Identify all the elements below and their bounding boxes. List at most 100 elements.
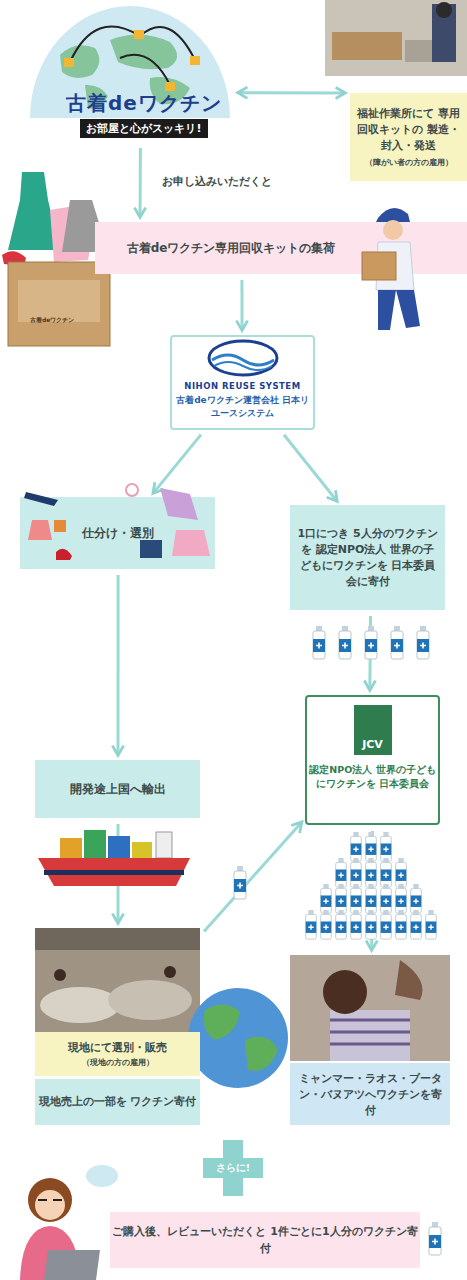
photo-bg: [325, 0, 467, 76]
box-text: 開発途上国へ輸出: [70, 781, 166, 798]
note-text: （現地の方の雇用）: [82, 1057, 154, 1068]
globe: [188, 988, 288, 1088]
cardboard: [332, 32, 402, 60]
vial: [391, 626, 403, 659]
hull: [38, 858, 190, 886]
shirt-icon: [190, 56, 200, 65]
route-arc: [140, 27, 195, 60]
color-band: ミャンマー・ラオス・ブータン・バヌアツへワクチンを寄付: [290, 1063, 450, 1125]
glasses: [38, 1199, 62, 1201]
clothes-pile: [40, 987, 120, 1023]
flow-arrow: [204, 823, 301, 931]
hull-stripe: [44, 870, 184, 875]
note-text: （障がい者の方の雇用）: [365, 157, 453, 168]
container: [132, 842, 152, 858]
vial: [417, 626, 429, 659]
hair: [28, 1178, 72, 1222]
vial: [351, 884, 362, 913]
process-box: 仕分け・選別: [20, 497, 215, 569]
org-name: 認定NPO法人 世界の子どもにワクチンを 日本委員会: [307, 763, 438, 791]
flow-arrow: [154, 435, 201, 493]
process-band: ご購入後、レビューいただくと 1件ごとに1人分のワクチン寄付: [110, 1212, 420, 1268]
vial: [234, 866, 246, 899]
trousers: [378, 290, 420, 330]
flow-arrow: [284, 435, 336, 501]
speech-bubble: [86, 1165, 118, 1187]
vial: [339, 626, 351, 659]
cargo-ship: [38, 830, 190, 886]
route-arc: [120, 55, 170, 85]
face: [35, 1190, 65, 1220]
cap: [376, 208, 410, 222]
logo-text: 古着deワクチン: [66, 90, 222, 117]
reviewer-illustration: [20, 1165, 118, 1280]
necklace-icon: [126, 484, 138, 496]
striped-shirt: [330, 1010, 410, 1061]
shirt-icon: [134, 30, 144, 39]
carton: [8, 262, 110, 346]
vial: [429, 1222, 441, 1255]
globe-sea: [188, 988, 288, 1088]
worker: [54, 969, 66, 981]
photo-card: ミャンマー・ラオス・ブータン・バヌアツへワクチンを寄付: [290, 955, 450, 1125]
worker: [164, 966, 176, 978]
process-box: 1口につき 5人分のワクチンを 認定NPO法人 世界の子どもにワクチンを 日本委…: [290, 505, 445, 610]
shirt-icon: [64, 58, 74, 67]
vial: [366, 858, 377, 887]
vial: [411, 884, 422, 913]
body: [20, 1226, 80, 1280]
process-box: 開発途上国へ輸出: [35, 760, 200, 818]
vial: [381, 858, 392, 887]
photo-bg: [35, 928, 200, 1032]
edge-label: お申し込みいただくと: [162, 174, 272, 189]
vial: [351, 832, 362, 861]
process-box: 福祉作業所にて 専用回収キットの 製造・封入・発送 （障がい者の方の雇用）: [350, 93, 467, 181]
photo-card: 現地にて選別・販売（現地の方の雇用）現地売上の一部を ワクチン寄付: [35, 928, 200, 1125]
vial-row: [313, 626, 429, 659]
vial: [336, 884, 347, 913]
box-text: 1口につき 5人分のワクチンを 認定NPO法人 世界の子どもにワクチンを 日本委…: [296, 526, 439, 590]
flow-arrow: [239, 91, 344, 94]
vial: [351, 910, 362, 939]
plus-shape: さらに!: [203, 1140, 263, 1196]
shirt-icon: [165, 82, 175, 91]
vial: [351, 858, 362, 887]
vial: [306, 910, 317, 939]
vial: [321, 884, 332, 913]
roof: [35, 928, 200, 950]
company-box: NIHON REUSE SYSTEM古着deワクチン運営会社 日本リユースシステ…: [170, 335, 315, 430]
vial: [313, 626, 325, 659]
flow-arrow: [240, 280, 243, 329]
container: [60, 838, 82, 858]
bridge: [156, 832, 172, 858]
photo-bg: [290, 955, 450, 1061]
vial: [396, 884, 407, 913]
laptop: [44, 1250, 100, 1280]
container: [84, 830, 106, 858]
vial: [366, 832, 377, 861]
vial: [336, 858, 347, 887]
vial: [396, 910, 407, 939]
card-text: ミャンマー・ラオス・ブータン・バヌアツへワクチンを寄付: [296, 1070, 444, 1118]
vial: [396, 858, 407, 887]
carton-print: [18, 280, 100, 322]
route-arc: [70, 26, 140, 62]
vial: [336, 910, 347, 939]
land: [204, 1004, 240, 1040]
local-sorting-photo: [35, 928, 200, 1032]
vial: [381, 884, 392, 913]
flow-arrow: [116, 824, 119, 922]
carton-print-text: 古着deワクチン: [30, 316, 74, 325]
continent: [110, 34, 177, 69]
workshop-photo: [325, 0, 467, 76]
vial: [366, 910, 377, 939]
band-text: ご購入後、レビューいただくと 1件ごとに1人分のワクチン寄付: [110, 1223, 420, 1257]
cross-shape: [203, 1140, 263, 1196]
clothes-pile: [108, 980, 192, 1020]
process-band: 古着deワクチン専用回収キットの集荷: [95, 222, 467, 274]
box-text: 福祉作業所にて 専用回収キットの 製造・封入・発送: [354, 106, 463, 154]
flow-arrow: [370, 831, 374, 949]
flow-arrow: [368, 616, 372, 689]
